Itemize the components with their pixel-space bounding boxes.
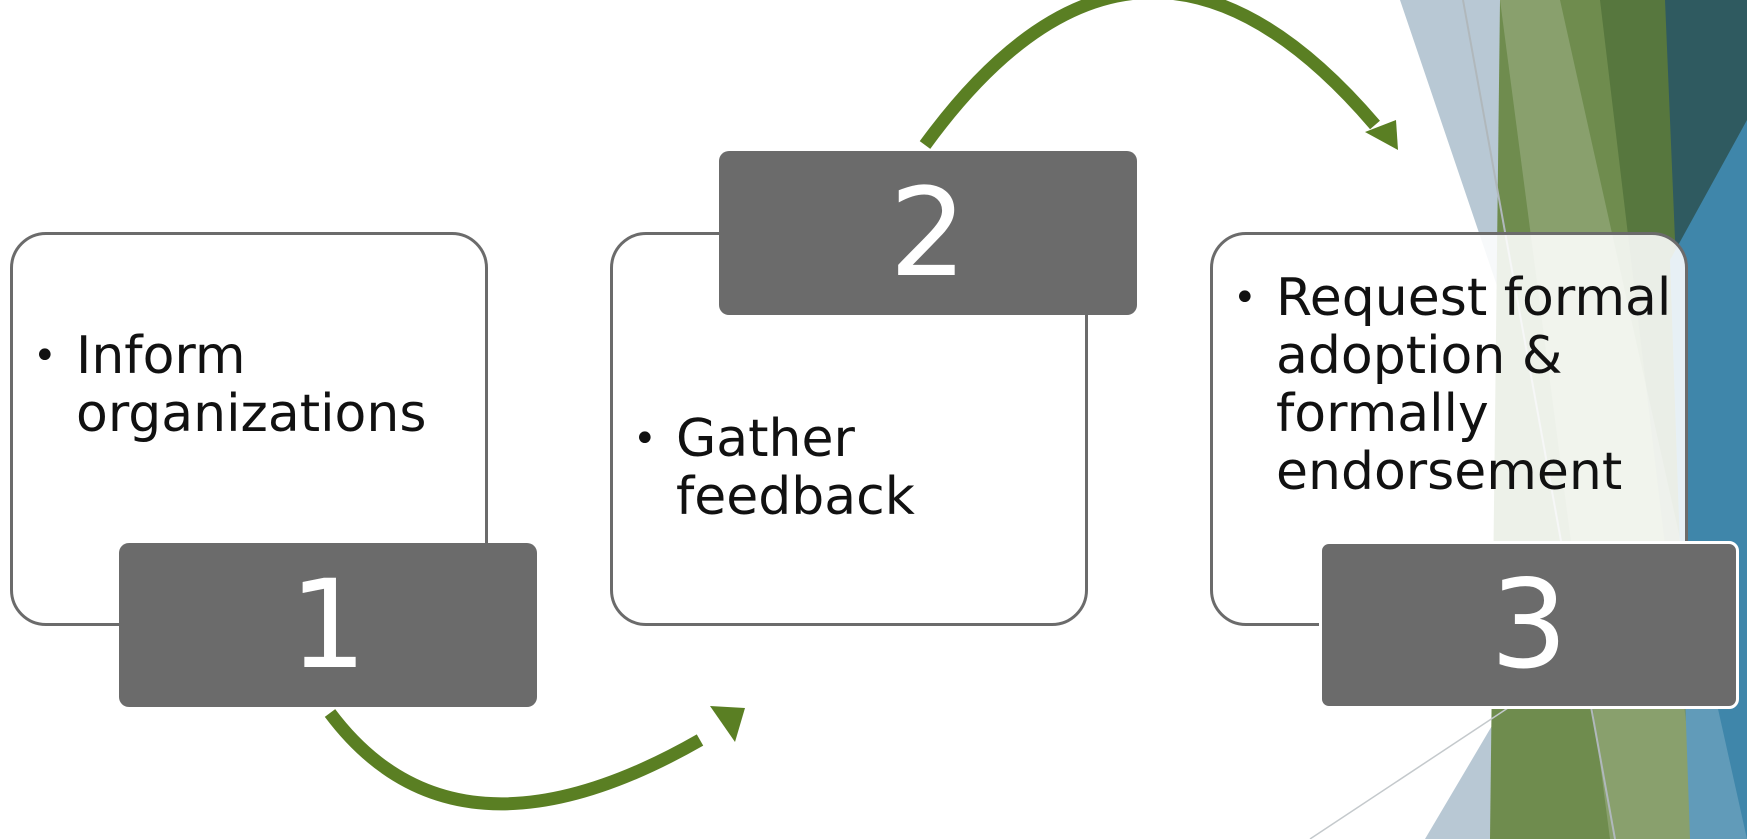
step-3-number: 3 bbox=[1490, 554, 1568, 696]
step-1-bullet: Inform organizations bbox=[33, 327, 473, 443]
step-3-number-box: 3 bbox=[1319, 541, 1739, 709]
step-3-line-3: formally bbox=[1276, 384, 1489, 444]
step-1-line-1: Inform bbox=[76, 326, 246, 386]
step-3-text: Request formal adoption & formally endor… bbox=[1233, 269, 1688, 501]
thin-line-diagonal bbox=[1309, 699, 1521, 839]
step-2-bullet: Gather feedback bbox=[633, 410, 1073, 526]
step-3-line-4: endorsement bbox=[1276, 442, 1623, 502]
arrow-2-to-3 bbox=[919, 0, 1380, 149]
step-2-text: Gather feedback bbox=[633, 410, 1073, 526]
step-1-text: Inform organizations bbox=[33, 327, 473, 443]
arrow-2-to-3-head bbox=[1365, 120, 1398, 150]
step-3-bullet: Request formal adoption & formally endor… bbox=[1233, 269, 1688, 501]
arrow-1-to-2 bbox=[324, 709, 704, 811]
step-2-number: 2 bbox=[889, 162, 967, 304]
step-1-number-box: 1 bbox=[119, 543, 537, 707]
arrow-1-to-2-head bbox=[710, 706, 745, 742]
step-2-line-2: feedback bbox=[676, 467, 915, 527]
step-1-number: 1 bbox=[289, 554, 367, 696]
step-3-line-1: Request formal bbox=[1276, 268, 1672, 328]
step-1-line-2: organizations bbox=[76, 384, 427, 444]
step-3-line-2: adoption & bbox=[1276, 326, 1563, 386]
step-2-number-box: 2 bbox=[719, 151, 1137, 315]
step-2-line-1: Gather bbox=[676, 409, 855, 469]
